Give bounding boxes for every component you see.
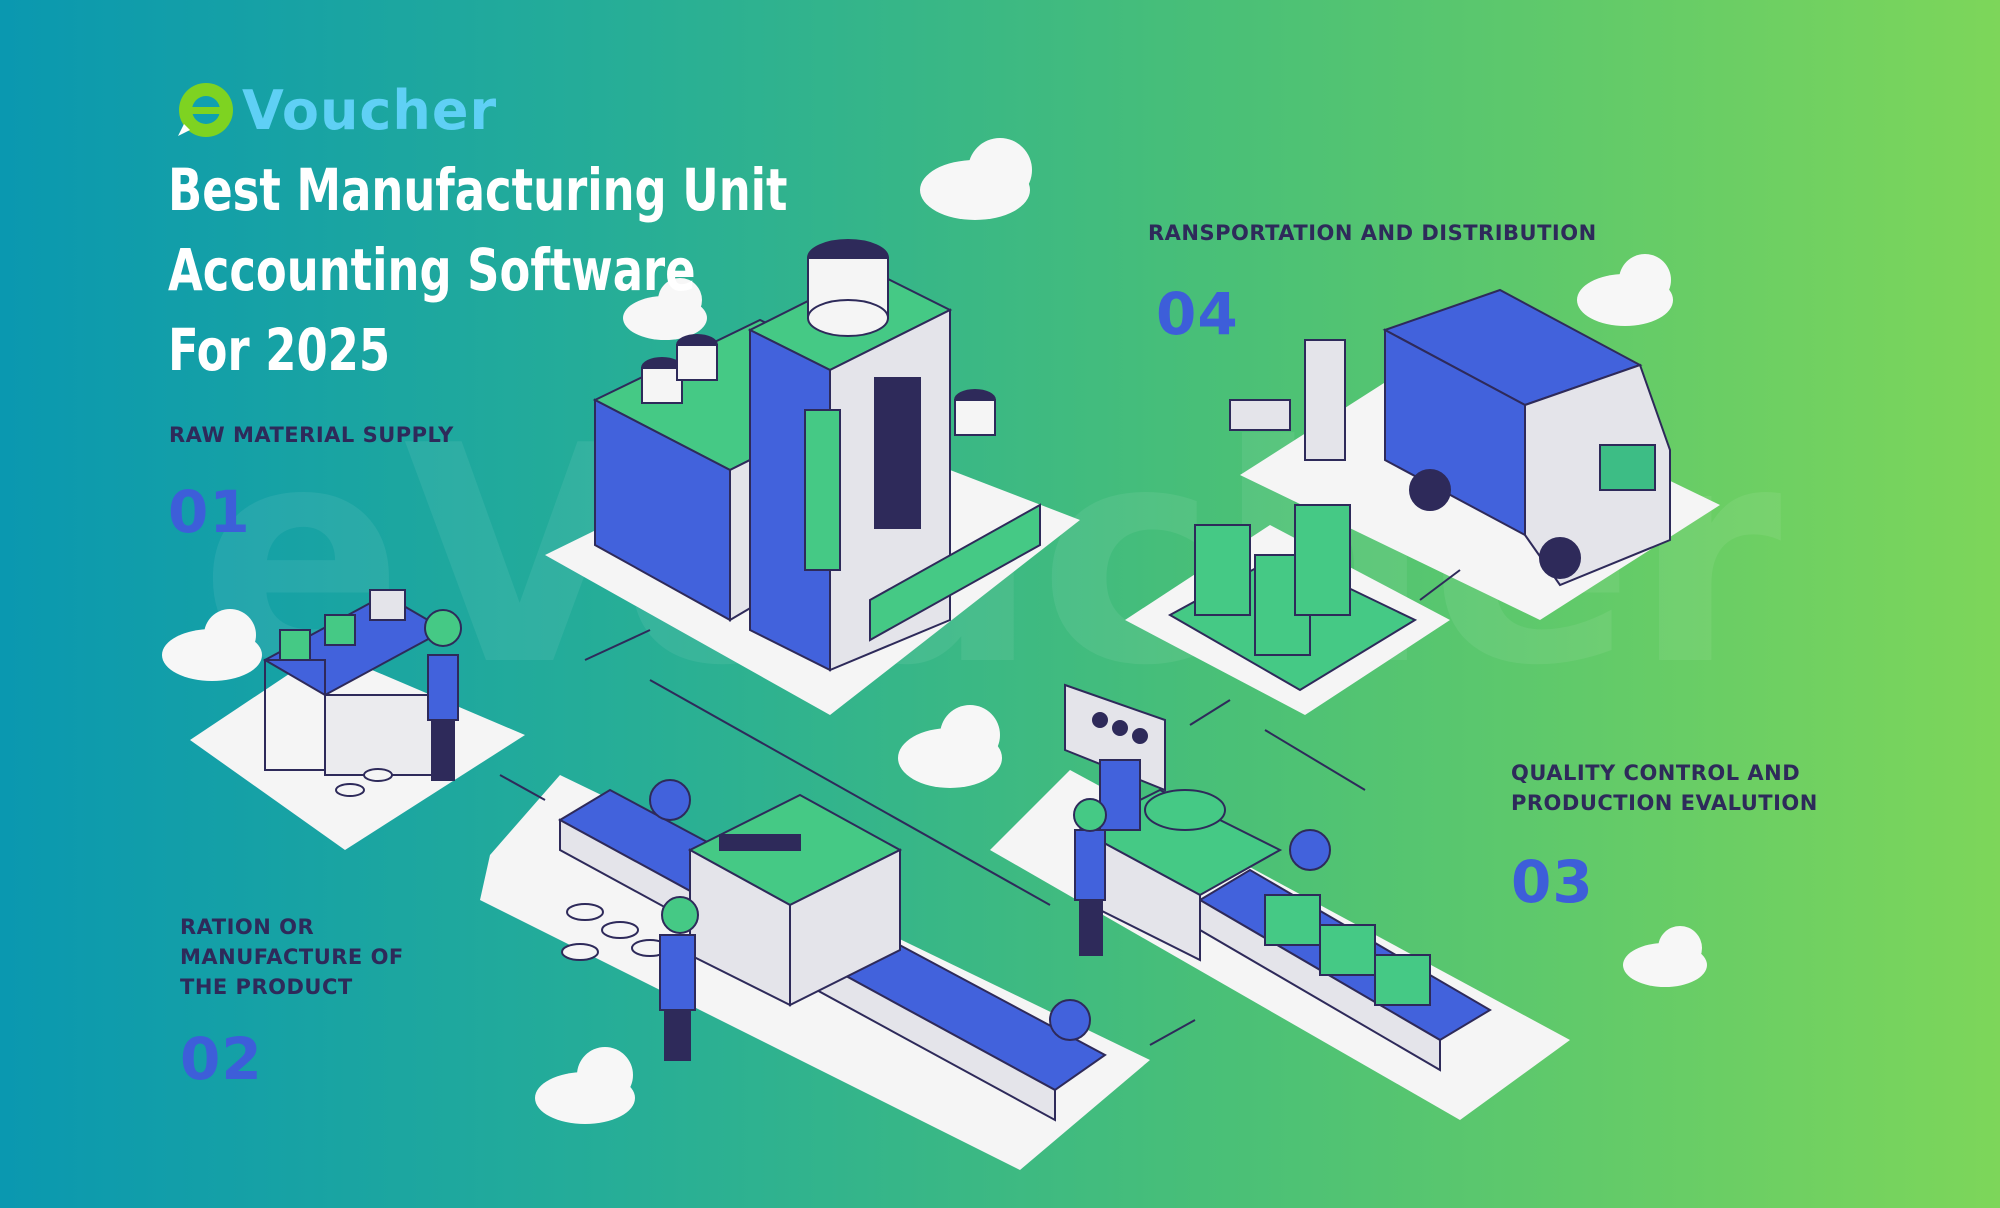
clouds (162, 138, 1707, 1124)
step-01-label: RAW MATERIAL SUPPLY (169, 423, 454, 447)
step-02-label: RATION OR MANUFACTURE OF THE PRODUCT (180, 912, 404, 1002)
connector-lines (499, 569, 1461, 1046)
title-line-2: Accounting Software (168, 236, 696, 304)
pallet-boxes (1167, 339, 1418, 692)
page-title: Best Manufacturing Unit Accounting Softw… (168, 150, 787, 390)
cloud-icon (1623, 926, 1707, 987)
step-04-label: RANSPORTATION AND DISTRIBUTION (1148, 221, 1597, 245)
cloud-icon (1577, 254, 1673, 326)
step-02-label-line: RATION OR (180, 915, 315, 939)
step-01-number: 01 (168, 478, 251, 546)
step-03-label-line: QUALITY CONTROL AND (1511, 761, 1801, 785)
raw-material-shelf (262, 589, 462, 797)
quality-control-conveyor (1064, 683, 1492, 1072)
logo-e-icon (178, 83, 233, 137)
title-line-3: For 2025 (168, 316, 391, 384)
production-conveyor (557, 779, 1107, 1122)
cloud-icon (162, 609, 262, 681)
cloud-icon (623, 278, 707, 340)
evoucher-logo: Voucher (172, 78, 497, 142)
step-02-number: 02 (180, 1025, 263, 1093)
step-03-label: QUALITY CONTROL AND PRODUCTION EVALUTION (1511, 758, 1818, 818)
title-line-1: Best Manufacturing Unit (168, 156, 788, 224)
step-03-number: 03 (1511, 848, 1594, 916)
step-04-number: 04 (1156, 280, 1239, 348)
cloud-icon (898, 705, 1002, 788)
factory-building (592, 239, 1041, 672)
cloud-icon (535, 1047, 635, 1124)
step-02-label-line: MANUFACTURE OF (180, 945, 404, 969)
step-03-label-line: PRODUCTION EVALUTION (1511, 791, 1818, 815)
cloud-icon (920, 138, 1032, 220)
step-02-label-line: THE PRODUCT (180, 975, 353, 999)
logo-text: Voucher (242, 78, 498, 142)
delivery-truck (1382, 288, 1671, 587)
